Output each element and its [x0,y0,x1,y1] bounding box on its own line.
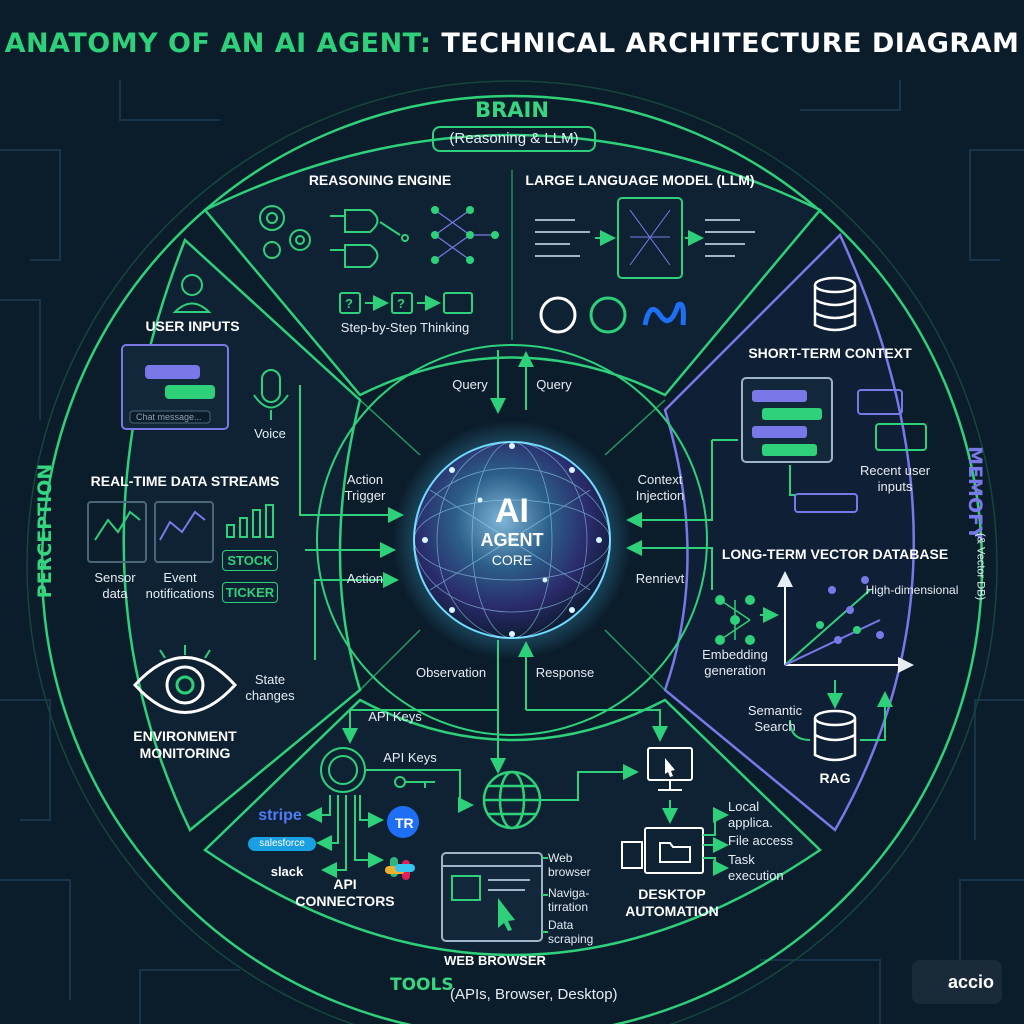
perception-title: PERCEPTION [34,463,56,599]
api-keys-label-2: API Keys [383,750,437,765]
flow-query-up: Query [536,377,572,392]
memory-subtitle: (& Vector DB) [974,532,987,601]
flow-observation: Observation [415,665,487,680]
realtime-label: REAL-TIME DATA STREAMS [90,473,280,489]
eye-icon [132,656,238,714]
high-dimensional-label: High-dimensional [865,583,959,597]
reasoning-engine-label: REASONING ENGINE [308,172,452,188]
stripe-logo: stripe [258,807,302,824]
event-notifications-label: Event notifications [145,570,215,601]
local-applications-label: Local applica. [728,799,773,830]
data-scraping-label: Data scraping [548,918,594,947]
flow-context-injection: Context Injection [635,472,685,503]
brain-title: BRAIN [475,98,549,122]
rag-label: RAG [819,770,851,786]
long-term-vector-db-label: LONG-TERM VECTOR DATABASE [721,546,949,562]
monitor-icon [647,747,693,791]
svg-text:?: ? [397,296,405,311]
svg-text:?: ? [345,296,353,311]
logic-gates-icon [330,209,409,268]
short-term-context-label: SHORT-TERM CONTEXT [748,345,912,361]
step-thinking-icons [339,292,473,314]
stock-tag: STOCK [222,550,278,571]
slack-icon [385,857,415,880]
core-agent-label: AGENT [480,530,544,550]
chat-placeholder: Chat message... [136,412,202,422]
circuit-traces [0,80,1024,1024]
llm-model-icon [617,197,683,279]
environment-monitoring-label: ENVIRONMENT MONITORING [133,728,237,761]
tools-title: TOOLS [390,975,454,995]
embedding-generation-label: Embedding generation [702,647,768,678]
rag-db-icon [813,709,857,762]
core-core-label: CORE [491,552,533,568]
inner-ring [316,344,708,736]
flow-retrieve: Renrievt [635,571,685,586]
brain-subtitle: (Reasoning & LLM) [432,126,596,152]
desktop-folder-icon [621,827,704,874]
title-part-2: TECHNICAL ARCHITECTURE DIAGRAM [441,28,1020,59]
vector-plot-icon [777,571,914,673]
gear-icons [259,205,311,259]
salesforce-logo: salesforce [248,837,316,851]
page-title: ANATOMY OF AN AI AGENT: TECHNICAL ARCHIT… [0,28,1024,59]
tools-subtitle: (APIs, Browser, Desktop) [450,986,618,1003]
user-icon [172,274,212,313]
outer-ring [40,94,984,1024]
title-part-1: ANATOMY OF AN AI AGENT: [4,28,432,59]
web-browser-small-label: Web browser [548,851,591,880]
slack-logo-text: slack [270,864,304,879]
flow-response: Response [535,665,595,680]
semantic-search-label: Semantic Search [747,703,803,734]
event-chart-icon [154,501,214,563]
sensor-chart-icon [87,501,147,563]
flow-action: Action [346,571,384,586]
flow-action-trigger: Action Trigger [344,472,386,503]
ticker-tag: TICKER [222,582,278,603]
llm-vendor-logos [539,296,686,334]
bar-chart-icon [226,504,274,538]
accio-logo-text: accio [947,971,995,992]
navigation-label: Naviga- tirration [548,886,590,915]
llm-icons [535,219,755,257]
desktop-automation-label: DESKTOP AUTOMATION [625,886,719,919]
core-ai-label: AI [495,492,529,530]
database-icon [813,276,857,332]
step-thinking-label: Step-by-Step Thinking [340,320,470,335]
api-keys-label-1: API Keys [368,709,422,724]
mic-icon [253,369,289,420]
web-browser-label: WEB BROWSER [444,953,546,968]
recent-user-inputs-label: Recent user inputs [859,463,931,494]
outer-ring-halo [26,80,998,1024]
key-icon [394,776,435,788]
neural-net-icon [434,209,495,261]
file-access-label: File access [728,833,794,848]
user-inputs-label: USER INPUTS [145,318,240,334]
core-network [413,441,611,639]
accio-logo: accio [912,960,1002,1004]
task-execution-label: Task execution [728,852,784,883]
sensor-data-label: Sensor data [94,570,136,601]
flow-query-down: Query [452,377,488,392]
llm-label: LARGE LANGUAGE MODEL (LLM) [525,172,755,188]
state-changes-label: State changes [245,672,295,703]
voice-label: Voice [254,426,286,441]
api-connectors-label: API CONNECTORS [295,876,395,909]
svg-text:TR: TR [395,815,414,831]
